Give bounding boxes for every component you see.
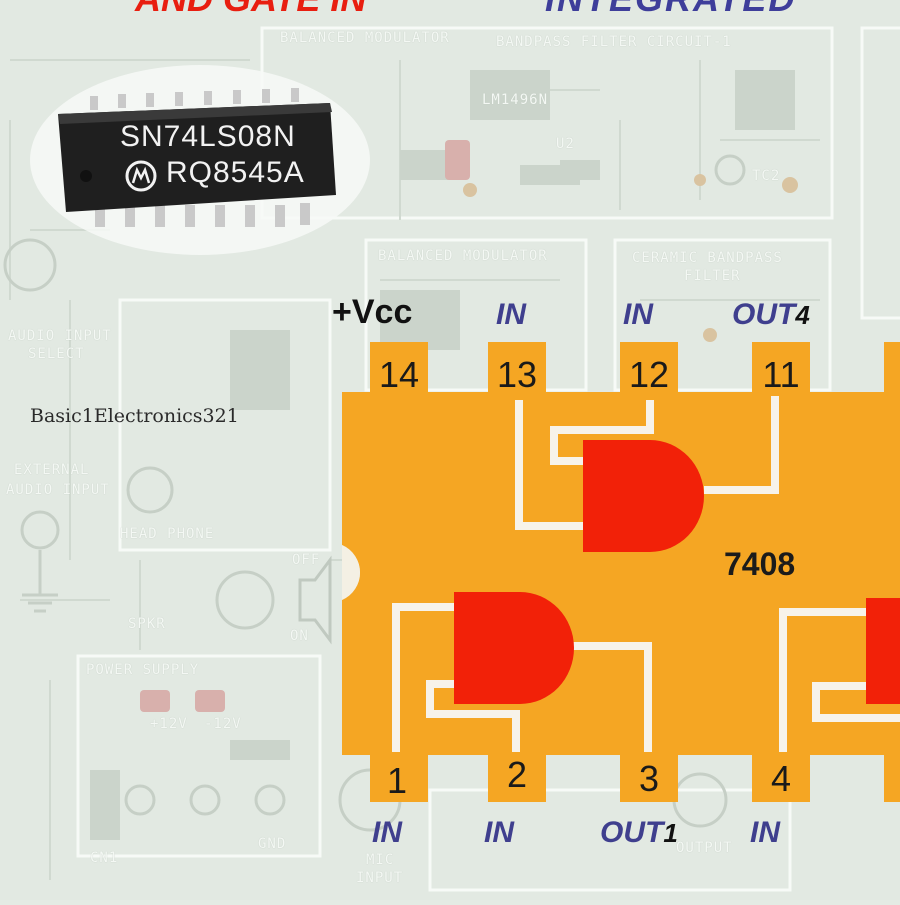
pin-2-pad (488, 750, 546, 802)
pin-number-4: 4 (770, 758, 792, 799)
board-label: BANDPASS FILTER CIRCUIT-1 (496, 34, 732, 50)
gate-4-wiring (515, 396, 779, 530)
pin-label-11-text: OUT (732, 298, 796, 331)
board-label: MIC (366, 852, 395, 868)
board-label: AUDIO INPUT (8, 328, 112, 344)
board-label: EXTERNAL (14, 462, 90, 478)
pin-4-pad (752, 750, 810, 802)
pin-number-11: 11 (762, 354, 800, 395)
pin-label-3-suffix: 1 (663, 818, 678, 848)
pin-13-pad (488, 342, 546, 394)
board-label: BALANCED MODULATOR (280, 30, 450, 46)
board-label: SPKR (128, 616, 166, 632)
board-label: U2 (556, 136, 575, 152)
pin-label-12: IN (623, 298, 653, 331)
title-right: INTEGRATED (545, 0, 796, 20)
chip-marking-line2: RQ8545A (166, 156, 305, 189)
pin-label-4: IN (750, 816, 780, 849)
board-label: OUTPUT (676, 840, 733, 856)
board-label: LM1496N (482, 92, 549, 108)
board-label: BALANCED MODULATOR (378, 248, 548, 264)
board-label: AUDIO INPUT (6, 482, 110, 498)
board-label: OFF (292, 552, 321, 568)
pin-number-1: 1 (386, 760, 408, 801)
pin-3-pad (620, 750, 678, 802)
pin-label-1: IN (372, 816, 402, 849)
board-label: ON (290, 628, 309, 644)
board-label: CN1 (90, 850, 119, 866)
board-label: POWER SUPPLY (86, 662, 200, 678)
board-label: CERAMIC BANDPASS (632, 250, 783, 266)
pin-5-pad (884, 750, 900, 802)
chip-marking-line1: SN74LS08N (120, 120, 296, 153)
pin-12-pad (620, 342, 678, 394)
board-label: SELECT (28, 346, 85, 362)
pin-10-pad (884, 342, 900, 394)
pin-14-pad (370, 342, 428, 394)
pin-number-14: 14 (378, 354, 420, 395)
pin-label-13: IN (496, 298, 526, 331)
board-label: FILTER (684, 268, 741, 284)
pin-number-13: 13 (496, 354, 538, 395)
pin-label-3-text: OUT (600, 816, 664, 849)
ic-notch (342, 545, 361, 600)
pin-11-pad (752, 342, 810, 394)
pin-label-11: OUT4 (732, 298, 810, 332)
board-label: -12V (204, 716, 242, 732)
pin-1-pad (370, 750, 428, 802)
gate-2-wiring (779, 608, 900, 752)
title-left: AND GATE IN (135, 0, 366, 20)
board-label: +12V (150, 716, 188, 732)
pin-label-11-suffix: 4 (795, 300, 810, 330)
part-number: 7408 (724, 546, 796, 582)
pin-number-3: 3 (638, 758, 660, 799)
pin-number-2: 2 (506, 754, 528, 795)
board-label: GND (258, 836, 287, 852)
pin-number-12: 12 (628, 354, 670, 395)
board-label: TC2 (752, 168, 781, 184)
pin-label-3: OUT1 (600, 816, 678, 850)
and-gate-4 (583, 440, 704, 552)
chip-photo-drawing (58, 88, 336, 227)
watermark: Basic1Electronics321 (30, 405, 239, 427)
vcc-label: +Vcc (332, 293, 413, 331)
pin-label-2: IN (484, 816, 514, 849)
gate-1-wiring (392, 603, 652, 752)
board-label: HEAD PHONE (120, 526, 215, 542)
and-gate-1 (454, 592, 574, 704)
and-gate-2 (866, 598, 900, 704)
board-label: INPUT (356, 870, 404, 886)
